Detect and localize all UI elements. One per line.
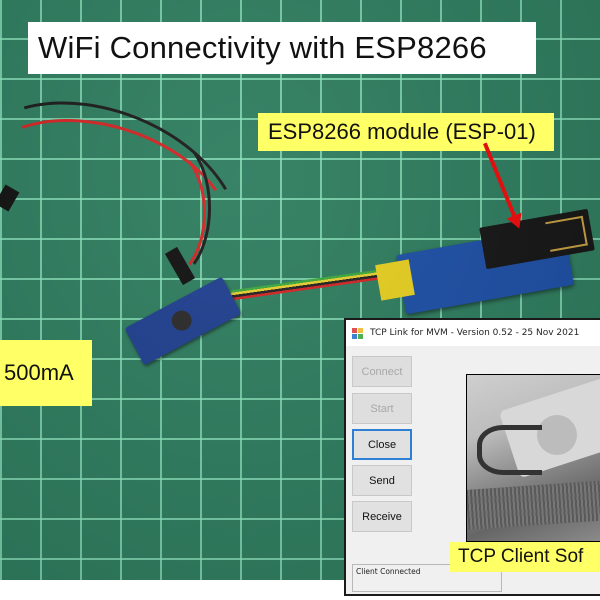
- esp01-module: [479, 208, 595, 270]
- preview-cable: [477, 425, 542, 475]
- status-text: Client Connected: [356, 567, 421, 576]
- window-titlebar: TCP Link for MVM - Version 0.52 - 25 Nov…: [346, 320, 600, 346]
- app-icon: [352, 327, 364, 339]
- receive-button[interactable]: Receive: [352, 501, 412, 532]
- esp01-adapter-board: [396, 225, 574, 315]
- connect-button[interactable]: Connect: [352, 356, 412, 387]
- tcp-link-window: TCP Link for MVM - Version 0.52 - 25 Nov…: [344, 318, 600, 596]
- preview-mesh: [467, 480, 600, 530]
- current-label: 500mA: [0, 340, 92, 406]
- ribbon-cable: [230, 269, 380, 301]
- send-button[interactable]: Send: [352, 465, 412, 496]
- close-button[interactable]: Close: [352, 429, 412, 460]
- start-button[interactable]: Start: [352, 393, 412, 424]
- camera-preview-image: [466, 374, 600, 542]
- esp-module-label: ESP8266 module (ESP-01): [258, 113, 554, 151]
- dupont-connector: [0, 184, 20, 212]
- preview-knob: [537, 415, 577, 455]
- title-banner: WiFi Connectivity with ESP8266: [28, 22, 536, 74]
- regulator-board: [124, 276, 242, 366]
- black-wire: [0, 63, 271, 343]
- page-title: WiFi Connectivity with ESP8266: [38, 30, 487, 65]
- black-wire-segment: [125, 135, 211, 281]
- cutting-mat-photo: [0, 0, 600, 580]
- software-label: TCP Client Sof: [450, 542, 600, 572]
- red-wire: [0, 87, 256, 329]
- window-title: TCP Link for MVM - Version 0.52 - 25 Nov…: [370, 328, 580, 338]
- yellow-connector: [375, 259, 415, 301]
- header-connector: [164, 246, 196, 286]
- red-wire-segment: [120, 145, 206, 281]
